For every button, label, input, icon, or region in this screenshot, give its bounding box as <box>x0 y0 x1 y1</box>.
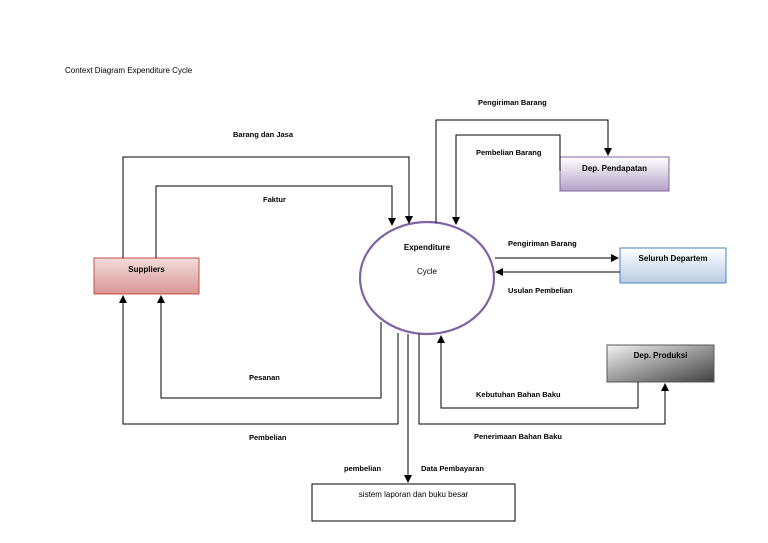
suppliers-box <box>93 257 200 295</box>
flow-label-pesanan: Pesanan <box>249 373 280 382</box>
flow-label-penerimaan-bahan-baku: Penerimaan Bahan Baku <box>474 432 562 441</box>
flow-label-data-pembayaran: Data Pembayaran <box>421 464 484 473</box>
flow-label-pembelian-barang: Pembelian Barang <box>476 148 542 157</box>
sistem-laporan-box <box>311 483 516 522</box>
flow-label-usulan-pembelian: Usulan Pembelian <box>508 286 573 295</box>
flow-kebutuhan-bahan-baku <box>437 335 639 409</box>
flow-pengiriman-barang-top <box>435 119 612 223</box>
flow-pembelian <box>119 295 399 425</box>
flow-barang-dan-jasa <box>122 156 413 258</box>
flow-label-pembelian: Pembelian <box>249 433 287 442</box>
flow-label-barang-dan-jasa: Barang dan Jasa <box>233 130 294 139</box>
flow-faktur <box>155 185 396 258</box>
flow-label-pengiriman-barang-right: Pengiriman Barang <box>508 239 577 248</box>
seluruh-departem-box <box>619 247 727 284</box>
diagram-title: Context Diagram Expenditure Cycle <box>65 66 193 75</box>
flow-pembelian-barang <box>452 134 561 225</box>
flow-label-kebutuhan-bahan-baku: Kebutuhan Bahan Baku <box>476 390 561 399</box>
seluruh-departem-label: Seluruh Departem <box>638 253 708 263</box>
dep-produksi-label: Dep. Produksi <box>633 350 688 360</box>
flow-label-pengiriman-barang-top: Pengiriman Barang <box>478 98 547 107</box>
flow-penerimaan-bahan-baku <box>418 334 669 425</box>
flow-label-faktur: Faktur <box>263 195 286 204</box>
sistem-laporan-label: sistem laporan dan buku besar <box>358 489 469 499</box>
dep-pendapatan-box <box>559 156 670 192</box>
process-label-line2: Cycle <box>416 266 437 276</box>
dep-pendapatan-label: Dep. Pendapatan <box>582 163 647 173</box>
flow-label-pembelian-bottom: pembelian <box>344 464 382 473</box>
process-label-line1: Expenditure <box>403 242 451 252</box>
process-circle <box>358 220 496 336</box>
dep-produksi-box <box>606 344 715 383</box>
flow-pesanan <box>157 295 382 399</box>
suppliers-label: Suppliers <box>128 264 165 274</box>
